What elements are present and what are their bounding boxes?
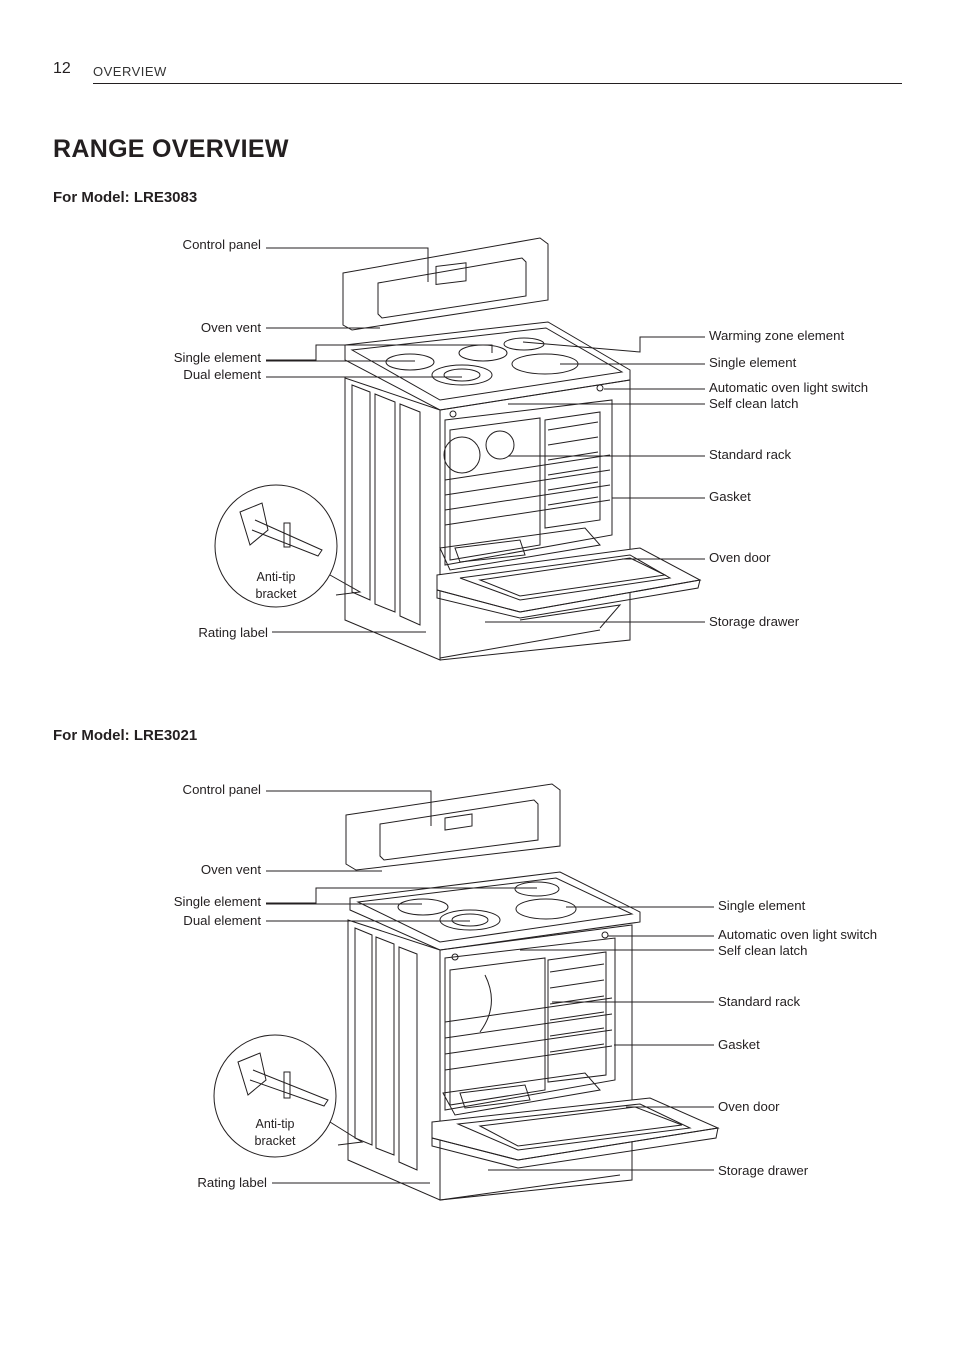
label-oven-vent: Oven vent [200,862,261,877]
label-oven-door: Oven door [709,550,771,565]
label-single-element-left: Single element [173,350,261,365]
page-title: RANGE OVERVIEW [53,135,289,163]
label-dual-element: Dual element [183,367,261,382]
label-bracket: bracket [254,1134,296,1148]
label-single-element-left: Single element [173,894,261,909]
range-diagram-1: Control panel Oven vent Single element D… [173,237,869,661]
leader-control-panel-1 [266,247,429,282]
label-oven-vent: Oven vent [200,320,261,335]
label-oven-door: Oven door [718,1099,780,1114]
label-warming-zone: Warming zone element [709,328,845,343]
label-storage-drawer: Storage drawer [709,614,800,629]
range-illustration-1 [214,237,705,661]
label-storage-drawer: Storage drawer [718,1163,809,1178]
label-dual-element: Dual element [183,913,261,928]
label-rating-label: Rating label [198,625,268,640]
label-anti-tip: Anti-tip [256,570,296,584]
label-single-element-right: Single element [709,355,797,370]
leader-single-left-2 [266,887,537,904]
label-standard-rack: Standard rack [709,447,792,462]
model-heading-1: For Model: LRE3083 [53,189,198,206]
header-rule [93,83,902,84]
label-rating-label: Rating label [197,1175,267,1190]
label-standard-rack: Standard rack [718,994,801,1009]
label-self-clean-latch: Self clean latch [718,943,808,958]
label-auto-light-switch: Automatic oven light switch [709,380,869,395]
page-number: 12 [53,60,71,77]
leader-single-left-1 [266,344,493,361]
section-label: OVERVIEW [93,64,167,79]
label-auto-light-switch: Automatic oven light switch [718,927,878,942]
range-diagram-2: Control panel Oven vent Single element D… [0,760,954,1220]
label-control-panel: Control panel [182,237,261,252]
label-self-clean-latch: Self clean latch [709,396,799,411]
leader-control-panel-2 [266,790,432,826]
label-single-element-right: Single element [718,898,806,913]
label-anti-tip: Anti-tip [255,1117,295,1131]
range-illustration-2 [213,783,720,1201]
leader-warming-1 [522,336,705,353]
label-gasket: Gasket [709,489,751,504]
label-control-panel: Control panel [182,782,261,797]
model-heading-2: For Model: LRE3021 [53,727,198,744]
label-gasket: Gasket [718,1037,760,1052]
label-bracket: bracket [255,587,297,601]
